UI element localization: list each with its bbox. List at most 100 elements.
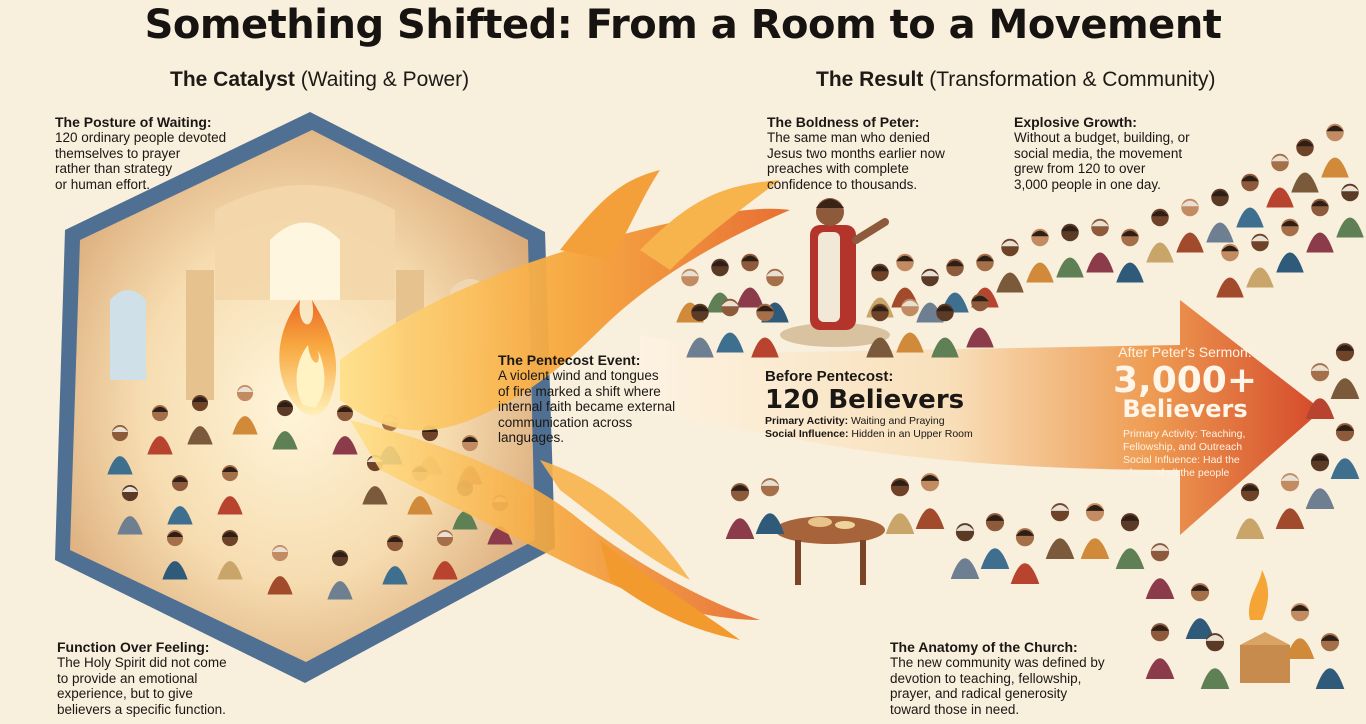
after-influence-label: Social Influence: [1123, 454, 1201, 466]
after-count: 3,000+ [1112, 360, 1258, 401]
crowd-person [1291, 138, 1319, 193]
after-activity-label: Primary Activity: [1123, 428, 1198, 440]
anatomy-line: toward those in need. [890, 701, 1020, 717]
posture-line: or human effort. [55, 176, 151, 192]
praying-person [382, 535, 408, 585]
praying-person [217, 465, 243, 515]
boldness-line: preaches with complete [767, 161, 909, 176]
posture-line: themselves to prayer [55, 145, 181, 161]
crowd-person [1176, 198, 1204, 253]
crowd-person [1235, 483, 1265, 539]
boldness-block: The Boldness of Peter: The same man who … [767, 114, 997, 192]
catalyst-heading-bold: The Catalyst [170, 68, 295, 91]
function-line: believers a specific function. [57, 701, 226, 717]
crowd-person [1336, 183, 1364, 238]
crowd-person [896, 298, 924, 353]
function-line: to provide an emotional [57, 670, 198, 686]
crowd-person [1321, 123, 1349, 178]
crowd-person [996, 238, 1024, 293]
giving-illustration [1240, 570, 1290, 683]
after-influence-value: Had the [1202, 454, 1240, 466]
crowd-person [915, 473, 945, 529]
crowd-person [1080, 503, 1110, 559]
praying-person [332, 405, 358, 455]
before-activity: Primary Activity: Waiting and Praying [765, 415, 1025, 428]
catalyst-heading-light: (Waiting & Power) [300, 68, 470, 91]
growth-block: Explosive Growth: Without a budget, buil… [1014, 114, 1244, 192]
crowd-person [736, 253, 764, 308]
function-block: Function Over Feeling: The Holy Spirit d… [57, 639, 317, 717]
crowd-person [1276, 218, 1304, 273]
crowd-person [916, 268, 944, 323]
pentecost-line: communication across [498, 414, 633, 430]
boldness-line: Jesus two months earlier now [767, 145, 945, 161]
crowd-person [1185, 583, 1215, 639]
growth-line: Without a budget, building, or [1014, 130, 1190, 145]
crowd-person [931, 303, 959, 358]
crowd-person [751, 303, 779, 358]
crowd-person [1306, 198, 1334, 253]
posture-block: The Posture of Waiting: 120 ordinary peo… [55, 114, 295, 192]
after-label: After Peter's Sermon: [1118, 344, 1252, 360]
crowd-person [1116, 228, 1144, 283]
before-count: 120 Believers [765, 385, 965, 415]
crowd-person [966, 293, 994, 348]
growth-line: social media, the movement [1014, 145, 1183, 161]
crowd-person [1045, 503, 1075, 559]
growth-line: grew from 120 to over [1014, 161, 1146, 176]
before-influence-value: Hidden in an Upper Room [851, 428, 973, 440]
crowd-person [1086, 218, 1114, 273]
posture-line: 120 ordinary people devoted [55, 130, 227, 145]
crowd-person [1056, 223, 1084, 278]
crowd-person [1200, 633, 1230, 689]
crowd-person [755, 478, 785, 534]
after-word: Believers [1122, 395, 1248, 423]
before-activity-label: Primary Activity: [765, 415, 849, 427]
before-label: Before Pentecost: [765, 368, 894, 385]
pentecost-line: of fire marked a shift where [498, 383, 661, 399]
before-influence-label: Social Influence: [765, 428, 849, 440]
praying-person [147, 405, 173, 455]
praying-person [162, 530, 188, 580]
crowd-person [950, 523, 980, 579]
praying-person [432, 530, 458, 580]
crowd-person [1236, 173, 1264, 228]
after-influence-value: favor of all the people [1129, 467, 1230, 479]
praying-person [327, 550, 353, 600]
crowd-person [1145, 623, 1175, 679]
praying-person [272, 400, 298, 450]
boldness-line: confidence to thousands. [767, 176, 918, 192]
praying-person [107, 425, 133, 475]
before-activity-value: Waiting and Praying [850, 415, 945, 427]
crowd-person [1315, 633, 1345, 689]
before-block: Before Pentecost: 120 Believers Primary … [765, 368, 1025, 441]
function-line: experience, but to give [57, 686, 193, 701]
crowd-illustration [676, 123, 1364, 689]
crowd-person [1285, 603, 1315, 659]
posture-title: The Posture of Waiting: [55, 114, 212, 130]
crowd-person [1330, 343, 1360, 399]
shared-meal-illustration [775, 516, 885, 585]
anatomy-line: The new community was defined by [890, 655, 1105, 670]
before-influence: Social Influence: Hidden in an Upper Roo… [765, 428, 1025, 441]
crowd-person [1305, 363, 1335, 419]
praying-person [187, 395, 213, 445]
praying-person [167, 475, 193, 525]
crowd-person [1206, 188, 1234, 243]
crowd-person [1146, 208, 1174, 263]
pentecost-title: The Pentecost Event: [498, 352, 641, 368]
crowd-person [686, 303, 714, 358]
boldness-line: The same man who denied [767, 130, 930, 145]
pentecost-line: languages. [498, 430, 565, 445]
pentecost-block: The Pentecost Event: A violent wind and … [498, 352, 738, 446]
crowd-person [1026, 228, 1054, 283]
after-influence: Social Influence: Had the [1123, 454, 1273, 467]
praying-person [117, 485, 143, 535]
result-heading-light: (Transformation & Community) [929, 68, 1216, 91]
crowd-person [1266, 153, 1294, 208]
anatomy-block: The Anatomy of the Church: The new commu… [890, 639, 1190, 717]
posture-line: rather than strategy [55, 161, 173, 176]
growth-title: Explosive Growth: [1014, 114, 1137, 130]
growth-line: 3,000 people in one day. [1014, 176, 1161, 192]
